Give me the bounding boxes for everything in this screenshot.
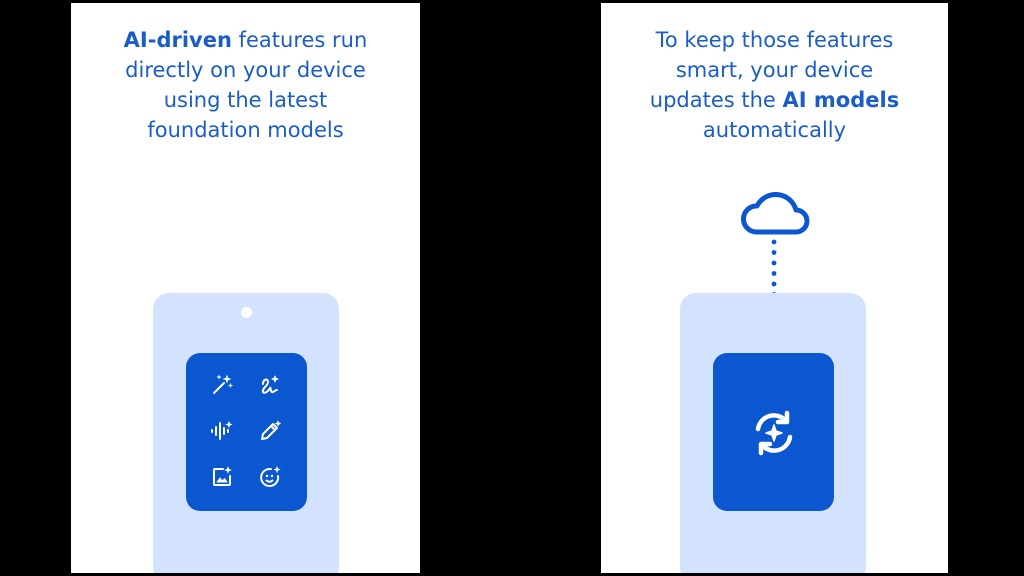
phone-illustration: [680, 293, 866, 573]
phone-screen: [186, 353, 307, 511]
right-panel: To keep those features smart, your devic…: [601, 3, 948, 573]
face-sparkle-icon: [258, 465, 282, 489]
camera-dot: [241, 307, 252, 318]
phone-screen: [713, 353, 834, 511]
sparkle-scribble-icon: [258, 373, 282, 397]
right-caption-line-1: To keep those features: [655, 28, 894, 52]
right-caption-line-3: updates the AI models: [601, 85, 948, 115]
left-caption-line-1: AI-driven features run: [71, 25, 420, 55]
left-panel: AI-driven features run directly on your …: [71, 3, 420, 573]
left-caption-line-4: foundation models: [147, 118, 344, 142]
audio-waveform-sparkle-icon: [210, 419, 234, 443]
left-caption-line-1-rest: features run: [231, 28, 368, 52]
edit-pencil-sparkle-icon: [258, 419, 282, 443]
right-caption-line-3-pre: updates the: [649, 88, 783, 112]
right-caption: To keep those features smart, your devic…: [601, 25, 948, 145]
sync-sparkle-icon: [749, 408, 799, 458]
left-caption-bold: AI-driven: [123, 28, 232, 52]
left-caption: AI-driven features run directly on your …: [71, 25, 420, 145]
phone-illustration: [153, 293, 339, 573]
right-caption-bold: AI models: [782, 88, 900, 112]
image-sparkle-icon: [210, 465, 234, 489]
magic-wand-icon: [210, 373, 234, 397]
right-caption-line-2: smart, your device: [675, 58, 874, 82]
right-caption-line-4: automatically: [702, 118, 847, 142]
left-caption-line-2: directly on your device: [125, 58, 366, 82]
feature-icon-grid: [186, 353, 307, 511]
left-caption-line-3: using the latest: [163, 88, 328, 112]
cloud-icon: [738, 184, 812, 236]
